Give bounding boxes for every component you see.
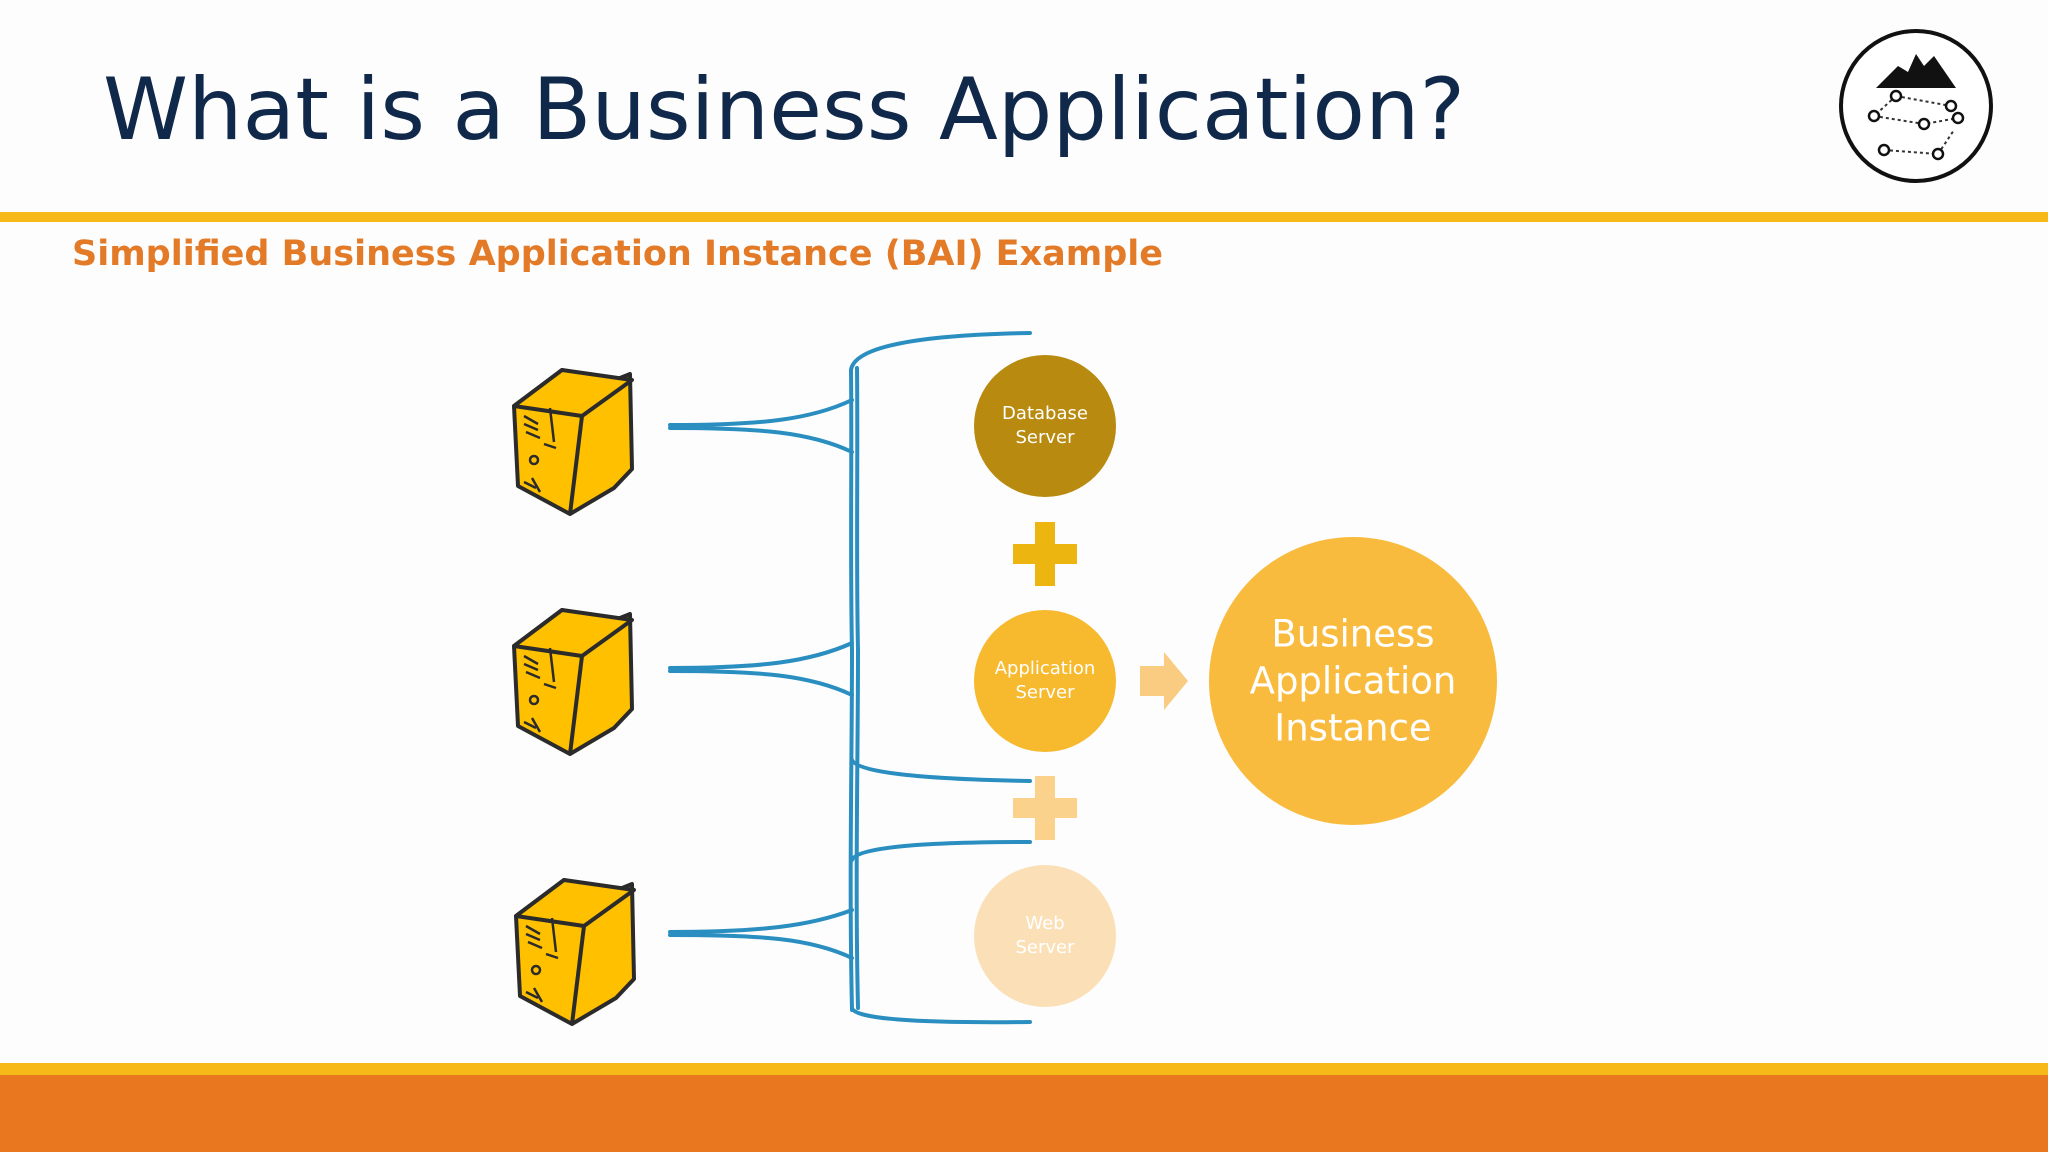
web-server-label: Web Server xyxy=(1015,913,1075,958)
web-server-node xyxy=(974,865,1116,1007)
slide-title: What is a Business Application? xyxy=(103,60,1466,160)
footer-accent-rule xyxy=(0,1063,2048,1075)
business-application-instance-node xyxy=(1209,537,1497,825)
footer-bar xyxy=(0,1075,2048,1152)
header-accent-rule xyxy=(0,212,2048,222)
database-server-node xyxy=(974,355,1116,497)
business-application-instance-label: Business Application Instance xyxy=(1249,612,1457,750)
slide-subtitle: Simplified Business Application Instance… xyxy=(72,234,1164,274)
server-icon xyxy=(514,878,636,1026)
server-icon xyxy=(512,368,634,516)
plus-icon xyxy=(1013,776,1077,840)
database-server-label: Database Server xyxy=(1002,403,1088,448)
application-server-node xyxy=(974,610,1116,752)
connector-lines xyxy=(668,331,1032,1025)
application-server-label: Application Server xyxy=(994,658,1096,703)
mountain-logo-icon xyxy=(1839,29,1993,183)
arrow-right-icon xyxy=(1140,652,1188,710)
plus-icon xyxy=(1013,522,1077,586)
server-icon xyxy=(512,608,634,756)
